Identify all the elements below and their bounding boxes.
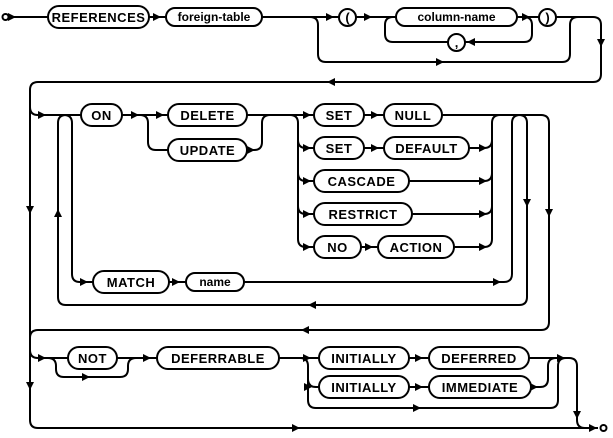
keyword-immediate: IMMEDIATE <box>428 375 532 399</box>
keyword-null: NULL <box>383 103 443 127</box>
nonterminal-column-name: column-name <box>395 7 518 27</box>
keyword-delete: DELETE <box>167 103 248 127</box>
keyword-deferrable: DEFERRABLE <box>156 346 280 370</box>
keyword-set-default: SET <box>313 136 365 160</box>
keyword-update: UPDATE <box>167 138 248 162</box>
keyword-initially-immediate: INITIALLY <box>318 375 410 399</box>
terminal-close-paren: ) <box>538 8 557 27</box>
terminal-comma: , <box>447 33 466 52</box>
keyword-default: DEFAULT <box>383 136 470 160</box>
keyword-not: NOT <box>67 346 118 370</box>
end-terminal-icon <box>599 424 608 432</box>
keyword-deferred: DEFERRED <box>428 346 530 370</box>
terminal-open-paren: ( <box>338 8 357 27</box>
keyword-no: NO <box>313 235 362 259</box>
keyword-restrict: RESTRICT <box>313 202 413 226</box>
keyword-action: ACTION <box>377 235 455 259</box>
nonterminal-foreign-table: foreign-table <box>165 7 263 27</box>
keyword-set-null: SET <box>313 103 365 127</box>
keyword-references: REFERENCES <box>47 5 150 29</box>
arrowheads <box>8 13 605 432</box>
keyword-on: ON <box>80 103 123 127</box>
nonterminal-name: name <box>185 272 245 292</box>
start-terminal-icon <box>1 13 10 21</box>
keyword-cascade: CASCADE <box>313 169 410 193</box>
keyword-match: MATCH <box>92 270 170 294</box>
keyword-initially-deferred: INITIALLY <box>318 346 410 370</box>
